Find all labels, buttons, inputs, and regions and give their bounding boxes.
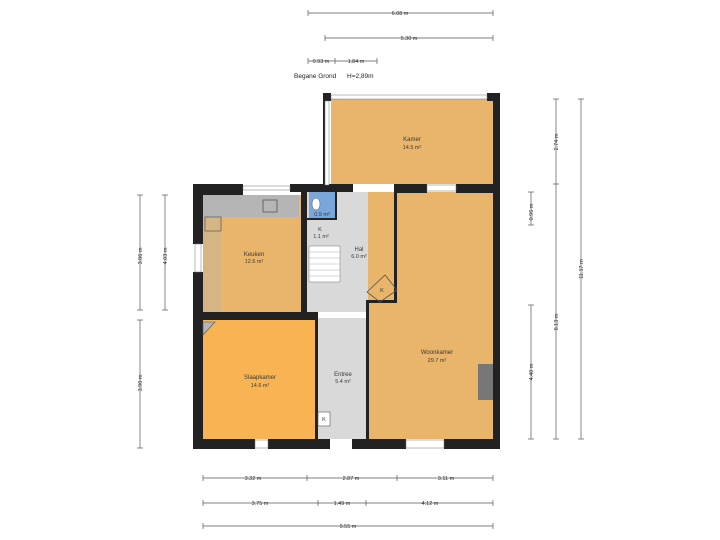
room-name-woonkamer: Woonkamer <box>421 350 453 356</box>
room-area-keuken: 12.6 m² <box>245 259 264 265</box>
dim-top-total: 6.08 m <box>392 11 409 17</box>
dim-right-inner-2: 0.96 m <box>529 203 535 220</box>
dim-top-small-b: 1.84 m <box>348 59 365 65</box>
dim-bottom-1c: 3.11 m <box>438 476 455 482</box>
dim-bottom-2c: 4.12 m <box>422 501 439 507</box>
room-area-toilet: 0.9 m² <box>314 212 330 218</box>
room-name-entree: Entree <box>334 372 352 378</box>
woonkamer-floor <box>368 192 493 439</box>
dim-right-inner-1: 2.74 m <box>554 133 560 150</box>
floor-height: H=2,89m <box>347 73 374 80</box>
room-area-slaapkamer: 14.6 m² <box>251 383 270 389</box>
dim-bottom-2b: 1.49 m <box>334 501 351 507</box>
fixtures <box>202 197 398 427</box>
room-area-hal: 6.0 m² <box>351 254 367 260</box>
stairs <box>308 245 341 283</box>
dim-right-outer: 11.17 m <box>579 259 585 279</box>
closet-label-3: K <box>322 417 326 423</box>
toilet-bowl <box>311 197 321 211</box>
entree-meter-closet <box>317 411 331 427</box>
room-name-keuken: Keuken <box>244 252 264 258</box>
dim-left-outer-1: 3.86 m <box>138 247 144 264</box>
dim-left-inner: 4.03 m <box>163 247 169 264</box>
dim-right-inner-4: 4.40 m <box>529 363 535 380</box>
room-labels: Kamer 14.5 m² Keuken 12.6 m² Hal 6.0 m² … <box>244 137 453 423</box>
left-dimensions: 3.86 m 3.90 m 4.03 m <box>137 194 169 449</box>
walls <box>193 93 500 449</box>
sink <box>262 199 278 213</box>
kitchen-counter-left <box>203 217 221 312</box>
kamer-floor <box>331 99 493 184</box>
closet-label-2: K <box>380 288 384 294</box>
room-name-slaapkamer: Slaapkamer <box>244 375 276 381</box>
floor-name: Begane Grond <box>294 73 337 80</box>
dim-bottom-2a: 3.75 m <box>252 501 269 507</box>
room-area-closet: 1.1 m² <box>313 234 329 240</box>
right-dimensions: 11.17 m 2.74 m 8.13 m 0.96 m 4.40 m <box>528 98 585 440</box>
room-area-entree: 5.4 m² <box>335 379 351 385</box>
bottom-dimensions: 3.32 m 2.87 m 3.11 m 3.75 m 1.49 m 4.12 … <box>202 475 494 530</box>
closet-diagonal <box>366 274 398 303</box>
dim-top-small-a: 0.93 m <box>313 59 330 65</box>
dim-left-outer-2: 3.90 m <box>138 374 144 391</box>
dim-right-inner-3: 8.13 m <box>554 313 560 330</box>
slaapkamer-floor <box>203 320 315 439</box>
closet-label-1: K <box>318 227 322 233</box>
stove <box>204 216 222 232</box>
kitchen-counter-top <box>203 195 299 217</box>
room-name-kamer: Kamer <box>403 137 421 143</box>
top-dimensions: 6.08 m 5.30 m 0.93 m 1.84 m Begane Grond… <box>294 10 494 80</box>
slaapkamer-closet-diagonal <box>202 321 216 336</box>
dim-bottom-1b: 2.87 m <box>343 476 360 482</box>
room-name-hal: Hal <box>354 247 363 253</box>
room-area-kamer: 14.5 m² <box>403 145 422 151</box>
room-floors <box>203 99 493 439</box>
fireplace <box>478 364 493 400</box>
dim-top-second: 5.30 m <box>401 36 418 42</box>
windows <box>194 94 488 449</box>
dim-bottom-1a: 3.32 m <box>245 476 262 482</box>
room-area-woonkamer: 29.7 m² <box>428 358 447 364</box>
dim-bottom-total: 9.55 m <box>340 524 357 530</box>
